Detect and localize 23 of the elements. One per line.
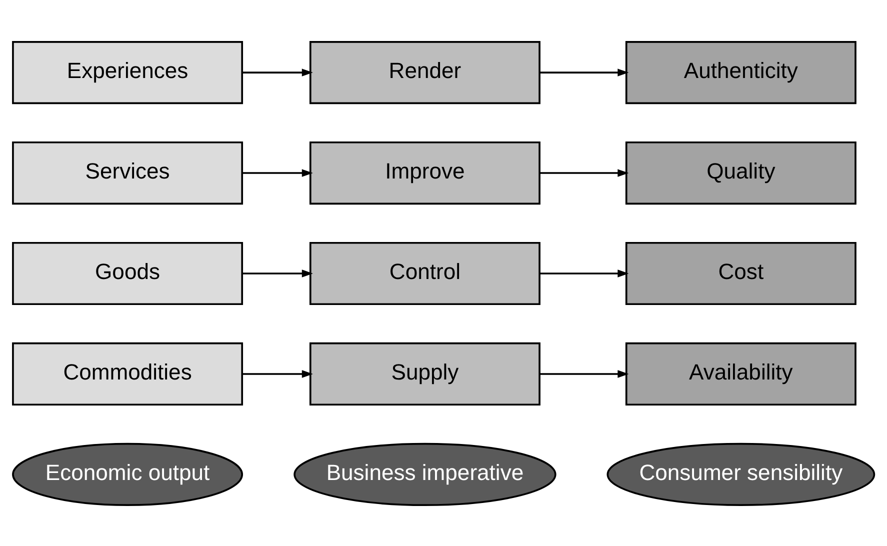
node-box: Experiences [12,40,244,104]
arrow [540,370,629,378]
node-box: Control [309,241,540,305]
node-box: Quality [625,140,856,204]
node-box: Supply [309,342,540,406]
node-box: Improve [309,140,540,204]
node-ellipse: Business imperative [294,442,556,506]
arrow [242,370,313,378]
node-ellipse: Consumer sensibility [606,442,876,506]
arrow [540,68,629,76]
node-ellipse: Economic output [12,442,244,506]
arrow [540,168,629,176]
arrow [242,168,313,176]
arrow [242,68,313,76]
node-box: Authenticity [625,40,856,104]
node-box: Cost [625,241,856,305]
node-box: Render [309,40,540,104]
node-box: Services [12,140,244,204]
node-box: Commodities [12,342,244,406]
node-box: Goods [12,241,244,305]
arrow [242,269,313,277]
node-box: Availability [625,342,856,406]
arrow [540,269,629,277]
